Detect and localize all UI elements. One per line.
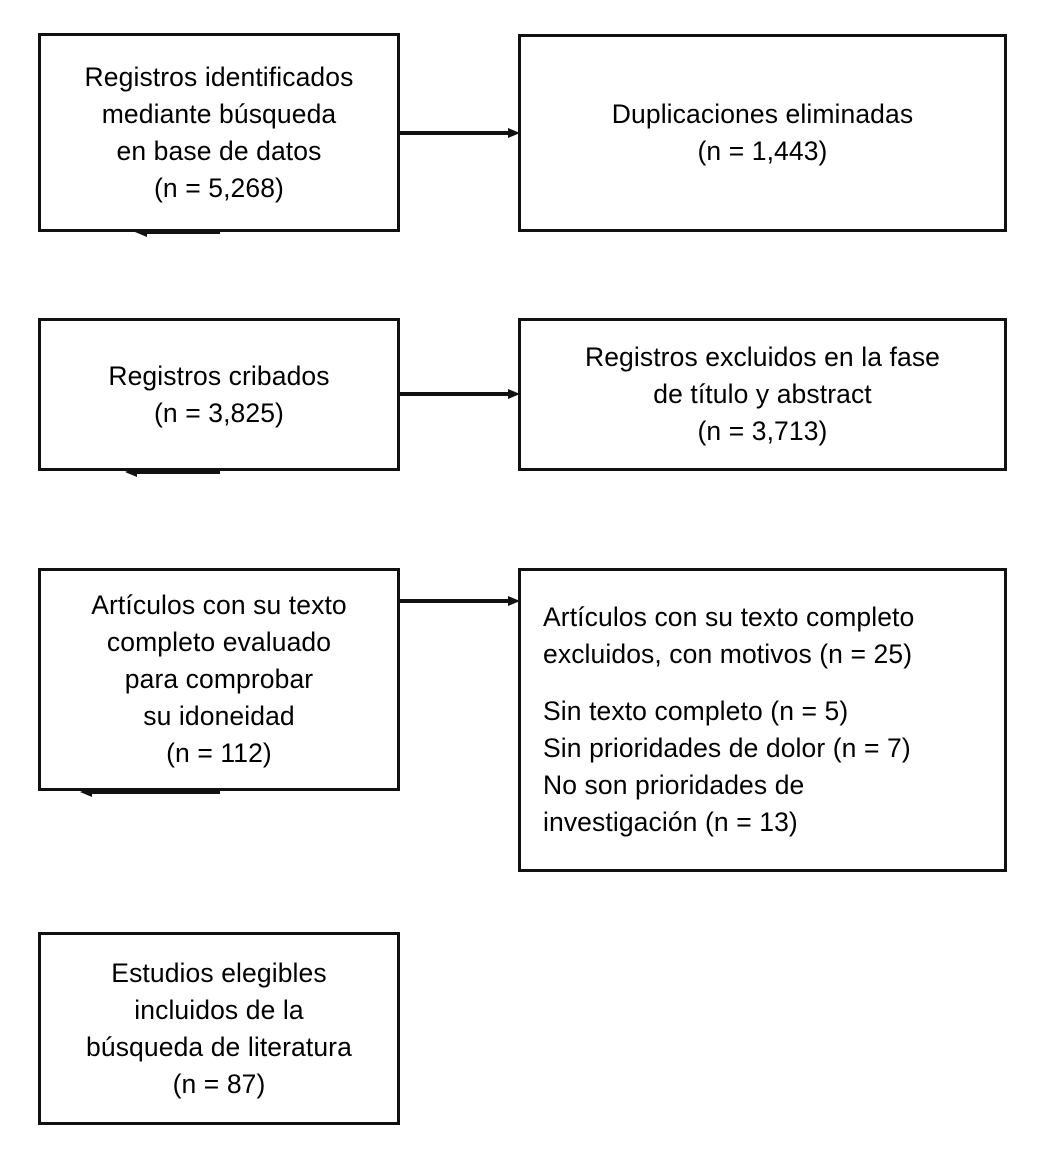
- box-text-line: incluidos de la: [134, 994, 304, 1025]
- box-text-count: (n = 3,825): [153, 397, 284, 428]
- box-records-screened: Registros cribados (n = 3,825): [38, 318, 400, 471]
- box-text-count: (n = 1,443): [697, 136, 828, 166]
- box-records-identified: Registros identificados mediante búsqued…: [38, 33, 400, 232]
- box-text-reason: No son prioridades de: [543, 770, 805, 800]
- box-text-count: excluidos, con motivos (n = 25): [543, 639, 913, 669]
- box-text-line: búsqueda de literatura: [86, 1031, 352, 1062]
- box-text-line: de título y abstract: [653, 379, 872, 409]
- box-text-line: su idoneidad: [143, 701, 295, 731]
- box-text-line: Registros identificados: [84, 61, 354, 92]
- box-text-count: (n = 87): [172, 1068, 266, 1099]
- box-text-line: Artículos con su texto: [91, 590, 347, 620]
- box-text-reason: Sin prioridades de dolor (n = 7): [543, 733, 911, 763]
- box-studies-included: Estudios elegibles incluidos de la búsqu…: [38, 932, 400, 1125]
- box-text-line: en base de datos: [116, 135, 322, 166]
- box-text-line: Artículos con su texto completo: [543, 602, 915, 632]
- box-text-count: (n = 112): [166, 738, 272, 768]
- box-text-reason: Sin texto completo (n = 5): [543, 696, 849, 726]
- box-text-line: completo evaluado: [106, 627, 332, 657]
- box-records-excluded: Registros excluidos en la fase de título…: [518, 318, 1007, 471]
- box-text-line: Estudios elegibles: [111, 957, 327, 988]
- box-text-line: Duplicaciones eliminadas: [611, 99, 914, 129]
- box-duplicates-removed: Duplicaciones eliminadas (n = 1,443): [518, 34, 1007, 232]
- box-text-line: Registros cribados: [108, 360, 330, 391]
- box-text-reason: investigación (n = 13): [543, 807, 798, 837]
- box-text-count: (n = 3,713): [697, 416, 828, 446]
- box-fulltext-assessed: Artículos con su texto completo evaluado…: [38, 568, 400, 791]
- box-text-line: para comprobar: [124, 664, 314, 694]
- box-fulltext-excluded: Artículos con su texto completo excluido…: [518, 568, 1007, 872]
- box-text-line: mediante búsqueda: [101, 98, 337, 129]
- box-text-count: (n = 5,268): [153, 172, 284, 203]
- box-text-line: Registros excluidos en la fase: [584, 342, 941, 372]
